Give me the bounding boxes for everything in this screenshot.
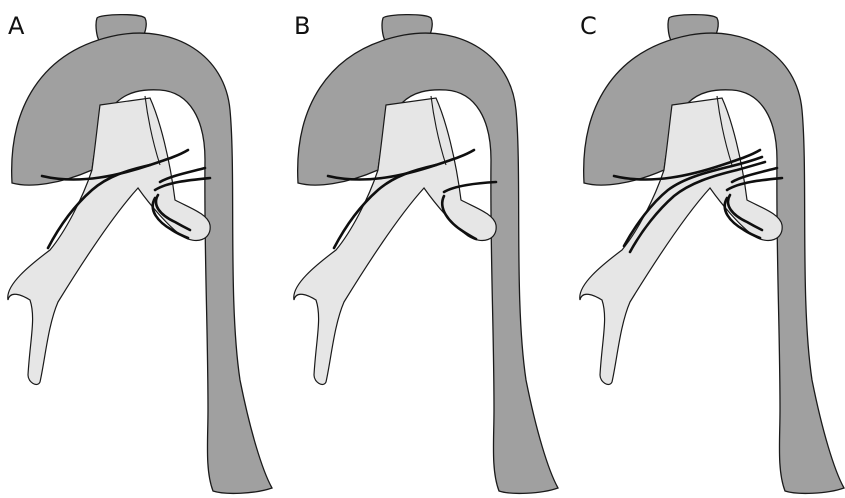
panel-label: C xyxy=(580,14,597,38)
panel-a-illustration xyxy=(0,0,282,498)
panel-b-illustration xyxy=(286,0,568,498)
panel-c: C xyxy=(572,0,845,498)
panel-c-illustration xyxy=(572,0,845,498)
panel-label: B xyxy=(294,14,310,38)
panel-b: B xyxy=(286,0,568,498)
panel-label: A xyxy=(8,14,24,38)
panel-a: A xyxy=(0,0,282,498)
